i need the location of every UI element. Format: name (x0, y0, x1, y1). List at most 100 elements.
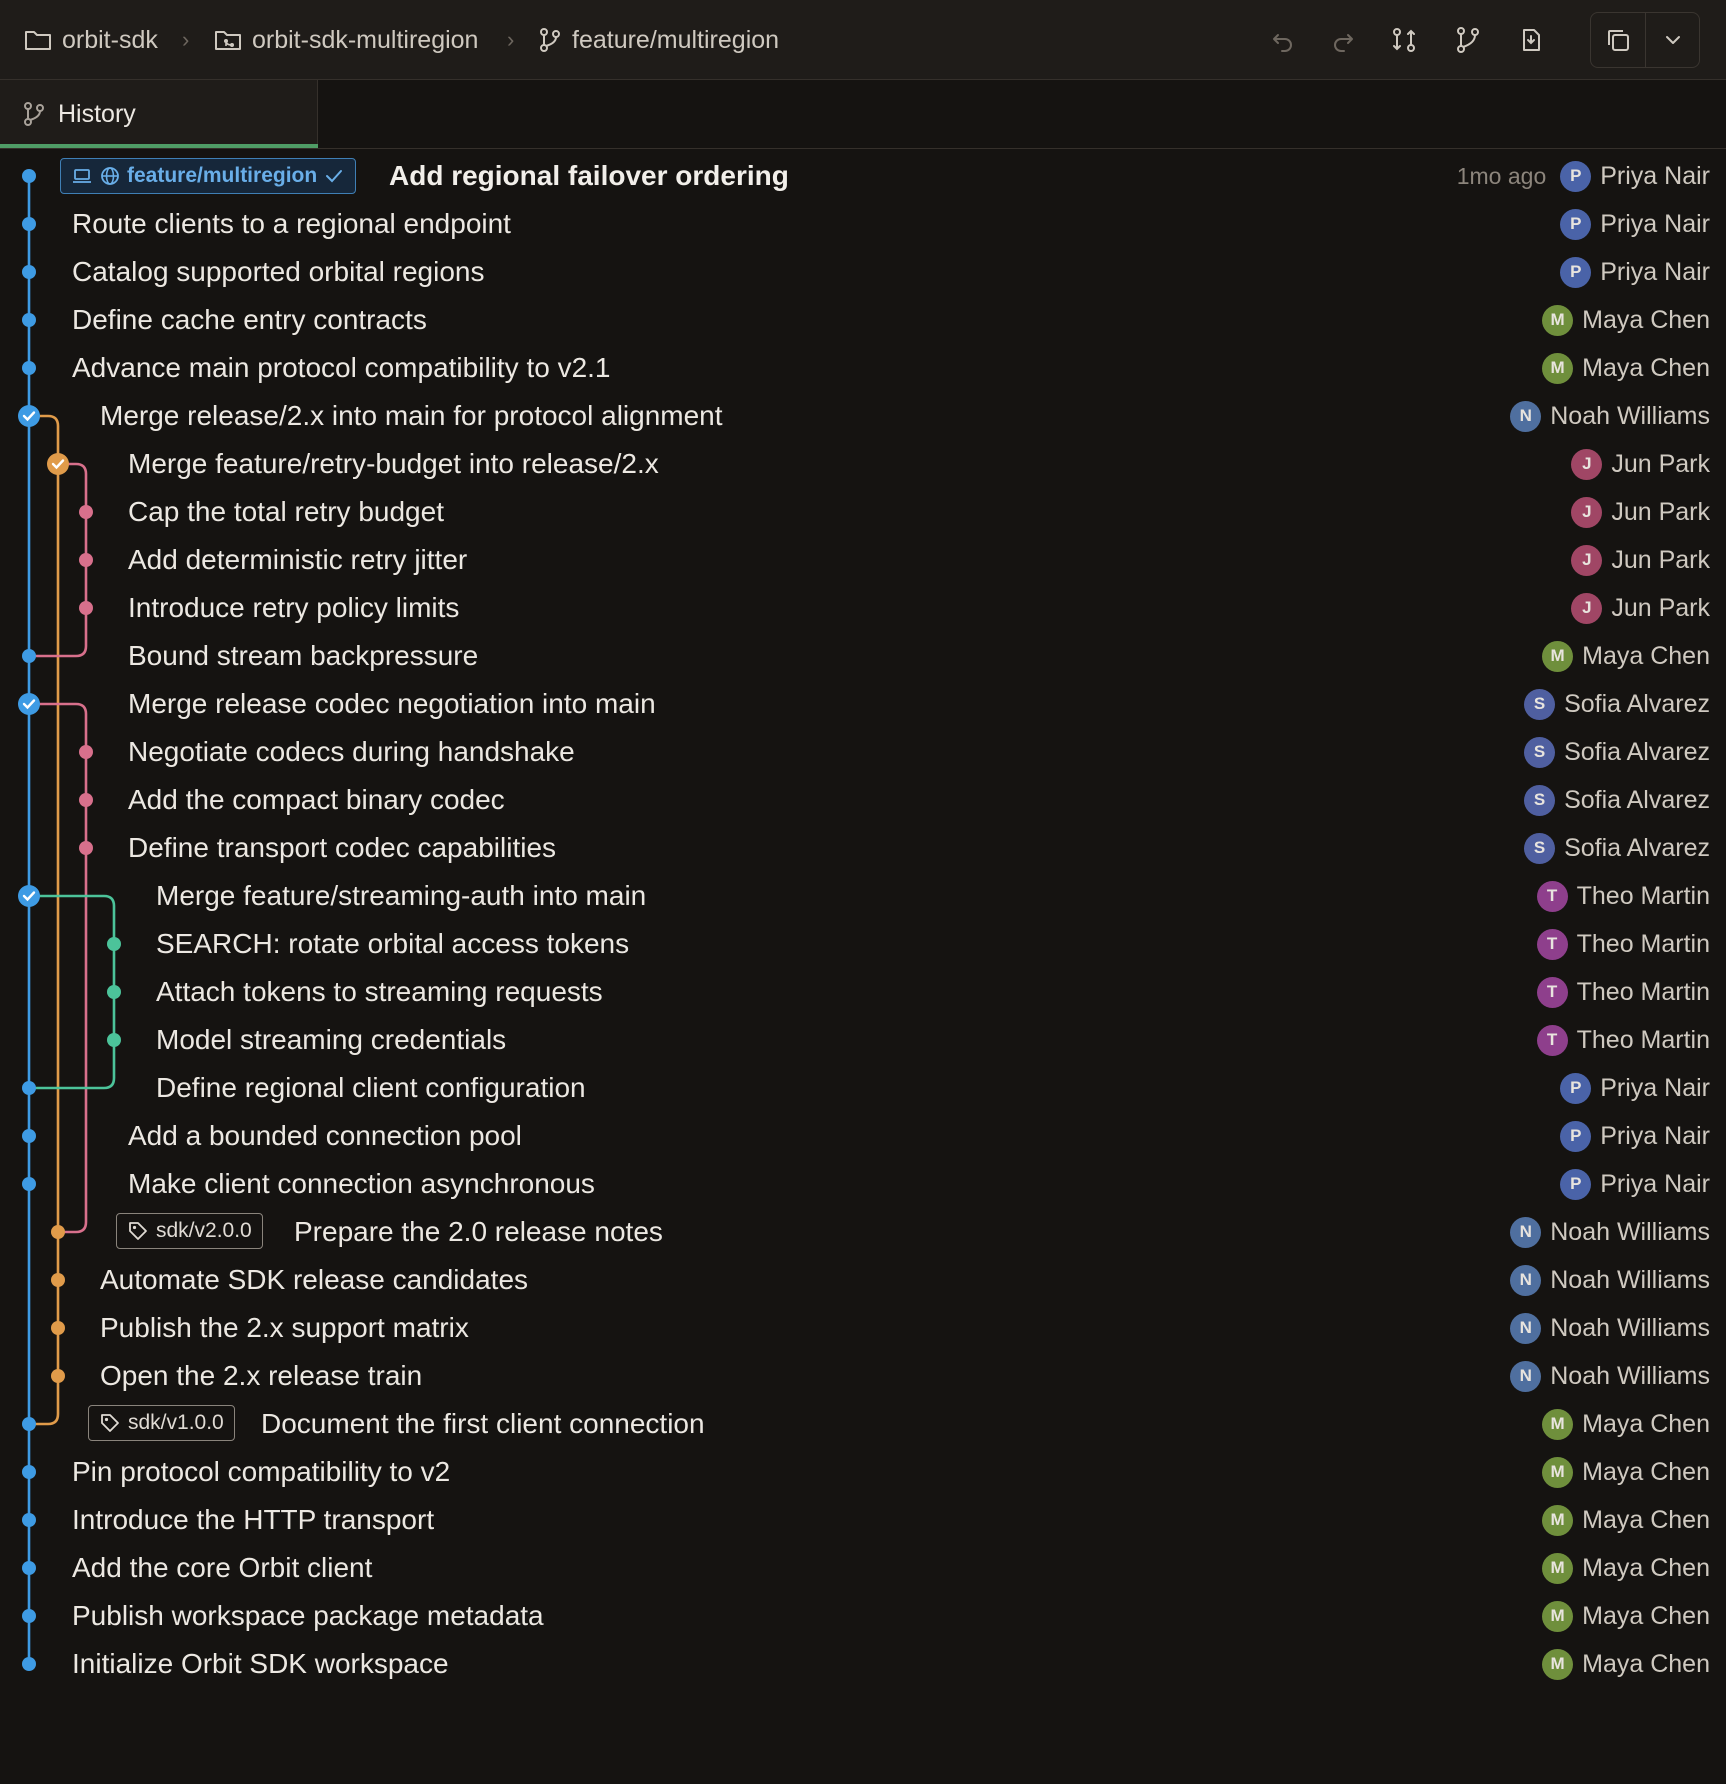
commit-row[interactable]: Merge release/2.x into main for protocol… (0, 392, 1726, 440)
stash-button[interactable] (1511, 20, 1551, 60)
commit-author: Maya Chen (1582, 305, 1710, 334)
tag-icon (129, 1222, 147, 1240)
tag-label: sdk/v2.0.0 (156, 1219, 252, 1242)
compare-button[interactable] (1384, 20, 1424, 60)
commit-row[interactable]: Merge feature/retry-budget into release/… (0, 440, 1726, 488)
avatar: J (1571, 544, 1603, 576)
commit-author: Theo Martin (1576, 977, 1710, 1006)
commit-message: SEARCH: rotate orbital access tokens (156, 928, 630, 959)
commit-message: Model streaming credentials (156, 1024, 507, 1055)
tab-history-label: History (58, 99, 136, 128)
commit-message: Introduce the HTTP transport (72, 1504, 435, 1535)
avatar: M (1542, 352, 1574, 384)
commit-row[interactable]: Merge release codec negotiation into mai… (0, 680, 1726, 728)
commit-message: Add deterministic retry jitter (128, 544, 468, 575)
commit-row[interactable]: Advance main protocol compatibility to v… (0, 344, 1726, 392)
redo-button[interactable] (1323, 20, 1363, 60)
breadcrumb-worktree[interactable]: orbit-sdk-multiregion (214, 0, 478, 80)
avatar: M (1542, 1456, 1574, 1488)
undo-button[interactable] (1263, 20, 1303, 60)
worktree-folder-icon (215, 31, 241, 50)
undo-icon (1273, 34, 1292, 52)
breadcrumb-branch[interactable]: feature/multiregion (538, 0, 779, 80)
release-tag[interactable]: sdk/v1.0.0 (88, 1405, 235, 1441)
commit-author: Maya Chen (1582, 1505, 1710, 1534)
avatar: J (1571, 592, 1603, 624)
commit-author: Sofia Alvarez (1564, 785, 1710, 814)
more-options-button[interactable] (1646, 13, 1700, 67)
commit-row[interactable]: SEARCH: rotate orbital access tokens T The… (0, 920, 1726, 968)
commit-message: Cap the total retry budget (128, 496, 444, 527)
avatar: S (1524, 784, 1556, 816)
button-divider (1645, 13, 1646, 67)
commit-message: Add regional failover ordering (389, 160, 789, 191)
copy-icon (1608, 30, 1629, 51)
copy-button[interactable] (1591, 13, 1645, 67)
commit-row[interactable]: sdk/v1.0.0 Document the first client conn… (0, 1400, 1726, 1448)
avatar: N (1510, 1264, 1542, 1296)
tab-history[interactable]: History (0, 80, 318, 148)
avatar: N (1510, 400, 1542, 432)
branch-button[interactable] (1448, 20, 1488, 60)
commit-message: Document the first client connection (261, 1408, 705, 1439)
worktree-name: orbit-sdk-multiregion (252, 25, 479, 54)
commit-author: Priya Nair (1600, 257, 1710, 286)
git-branch-icon (540, 28, 560, 52)
commit-message: Publish the 2.x support matrix (100, 1312, 469, 1343)
commit-author: Theo Martin (1576, 929, 1710, 958)
avatar: T (1536, 976, 1568, 1008)
commit-message: Merge release codec negotiation into mai… (128, 688, 656, 719)
commit-author: Jun Park (1611, 497, 1710, 526)
commit-row[interactable]: feature/multiregion Add regional failover… (0, 152, 1726, 200)
commit-meta: S Sofia Alvarez (1524, 776, 1710, 824)
commit-author: Noah Williams (1550, 401, 1710, 430)
current-branch-badge[interactable]: feature/multiregion (60, 158, 357, 194)
commit-message: Merge feature/retry-budget into release/… (128, 448, 659, 479)
release-tag[interactable]: sdk/v2.0.0 (116, 1213, 263, 1249)
avatar: N (1510, 1312, 1542, 1344)
avatar: T (1536, 1024, 1568, 1056)
compare-icon (1393, 28, 1415, 52)
commit-message: Negotiate codecs during handshake (128, 736, 575, 767)
breadcrumb-repo[interactable]: orbit-sdk (24, 0, 158, 80)
avatar: T (1536, 928, 1568, 960)
chevron-down-icon (1666, 36, 1680, 44)
redo-icon (1334, 34, 1353, 52)
